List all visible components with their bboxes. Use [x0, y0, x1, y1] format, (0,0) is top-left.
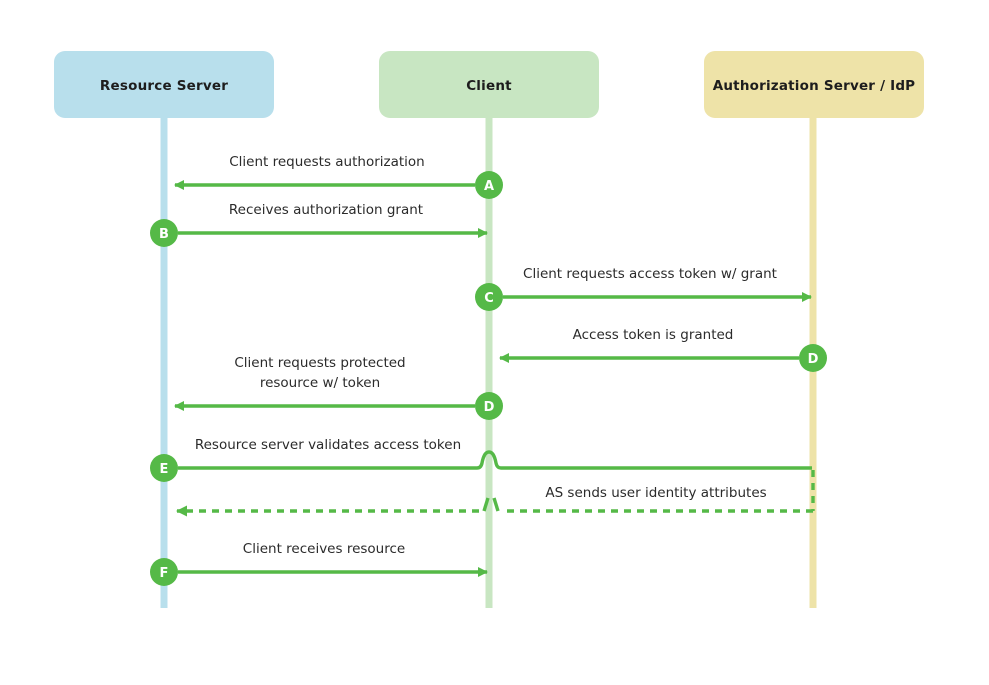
actor-box-authorization-server	[704, 51, 924, 118]
message-a-badge[interactable]	[475, 171, 503, 199]
actor-headers-group: Resource Server Client Authorization Ser…	[54, 51, 924, 118]
actor-box-client	[379, 51, 599, 118]
message-f-badge[interactable]	[150, 558, 178, 586]
message-d2-label-line2: resource w/ token	[260, 375, 380, 391]
message-f-label: Client receives resource	[243, 541, 405, 557]
message-c-label: Client requests access token w/ grant	[523, 266, 777, 282]
message-e-badge[interactable]	[150, 454, 178, 482]
message-b-badge[interactable]	[150, 219, 178, 247]
actor-header-client[interactable]: Client	[379, 51, 599, 118]
message-identity-label: AS sends user identity attributes	[545, 485, 766, 501]
message-as-identity-attributes[interactable]: AS sends user identity attributes	[176, 470, 815, 517]
message-d1-badge[interactable]	[799, 344, 827, 372]
message-d2-badge-letter: D	[484, 400, 495, 415]
message-e-label: Resource server validates access token	[195, 437, 461, 453]
actor-label-authorization-server: Authorization Server / IdP	[713, 78, 916, 94]
message-a-label: Client requests authorization	[229, 154, 424, 170]
actor-header-resource-server[interactable]: Resource Server	[54, 51, 274, 118]
message-e-arrow-with-jump	[178, 450, 812, 470]
message-a-badge-letter: A	[484, 179, 494, 194]
message-e-badge-letter: E	[160, 462, 169, 477]
message-b[interactable]: Receives authorization grant B	[150, 202, 488, 247]
message-b-badge-letter: B	[159, 227, 169, 242]
actor-header-authorization-server[interactable]: Authorization Server / IdP	[704, 51, 924, 118]
message-e-validates-access-token[interactable]: Resource server validates access token E	[150, 437, 812, 482]
message-d2-label-line1: Client requests protected	[234, 355, 405, 371]
message-c-badge-letter: C	[484, 291, 494, 306]
message-d1-badge-letter: D	[808, 352, 819, 367]
message-f-badge-letter: F	[160, 566, 169, 581]
message-f-client-receives-resource[interactable]: Client receives resource F	[150, 541, 488, 586]
actor-label-resource-server: Resource Server	[100, 78, 228, 94]
lifeline-resource-server	[160, 110, 168, 608]
message-d1-label: Access token is granted	[573, 327, 734, 343]
actor-label-client: Client	[466, 78, 512, 94]
message-c-badge[interactable]	[475, 283, 503, 311]
message-b-label: Receives authorization grant	[229, 202, 423, 218]
message-identity-break-tick-left	[482, 497, 490, 512]
message-a[interactable]: Client requests authorization A	[174, 154, 503, 199]
message-d2-badge[interactable]	[475, 392, 503, 420]
message-d-access-token-granted[interactable]: Access token is granted D	[499, 327, 827, 372]
message-identity-break-tick-right	[492, 497, 500, 512]
lifeline-client	[485, 110, 493, 608]
message-d-requests-protected-resource[interactable]: Client requests protected resource w/ to…	[174, 355, 503, 420]
message-c[interactable]: Client requests access token w/ grant C	[475, 266, 812, 311]
actor-box-resource-server	[54, 51, 274, 118]
